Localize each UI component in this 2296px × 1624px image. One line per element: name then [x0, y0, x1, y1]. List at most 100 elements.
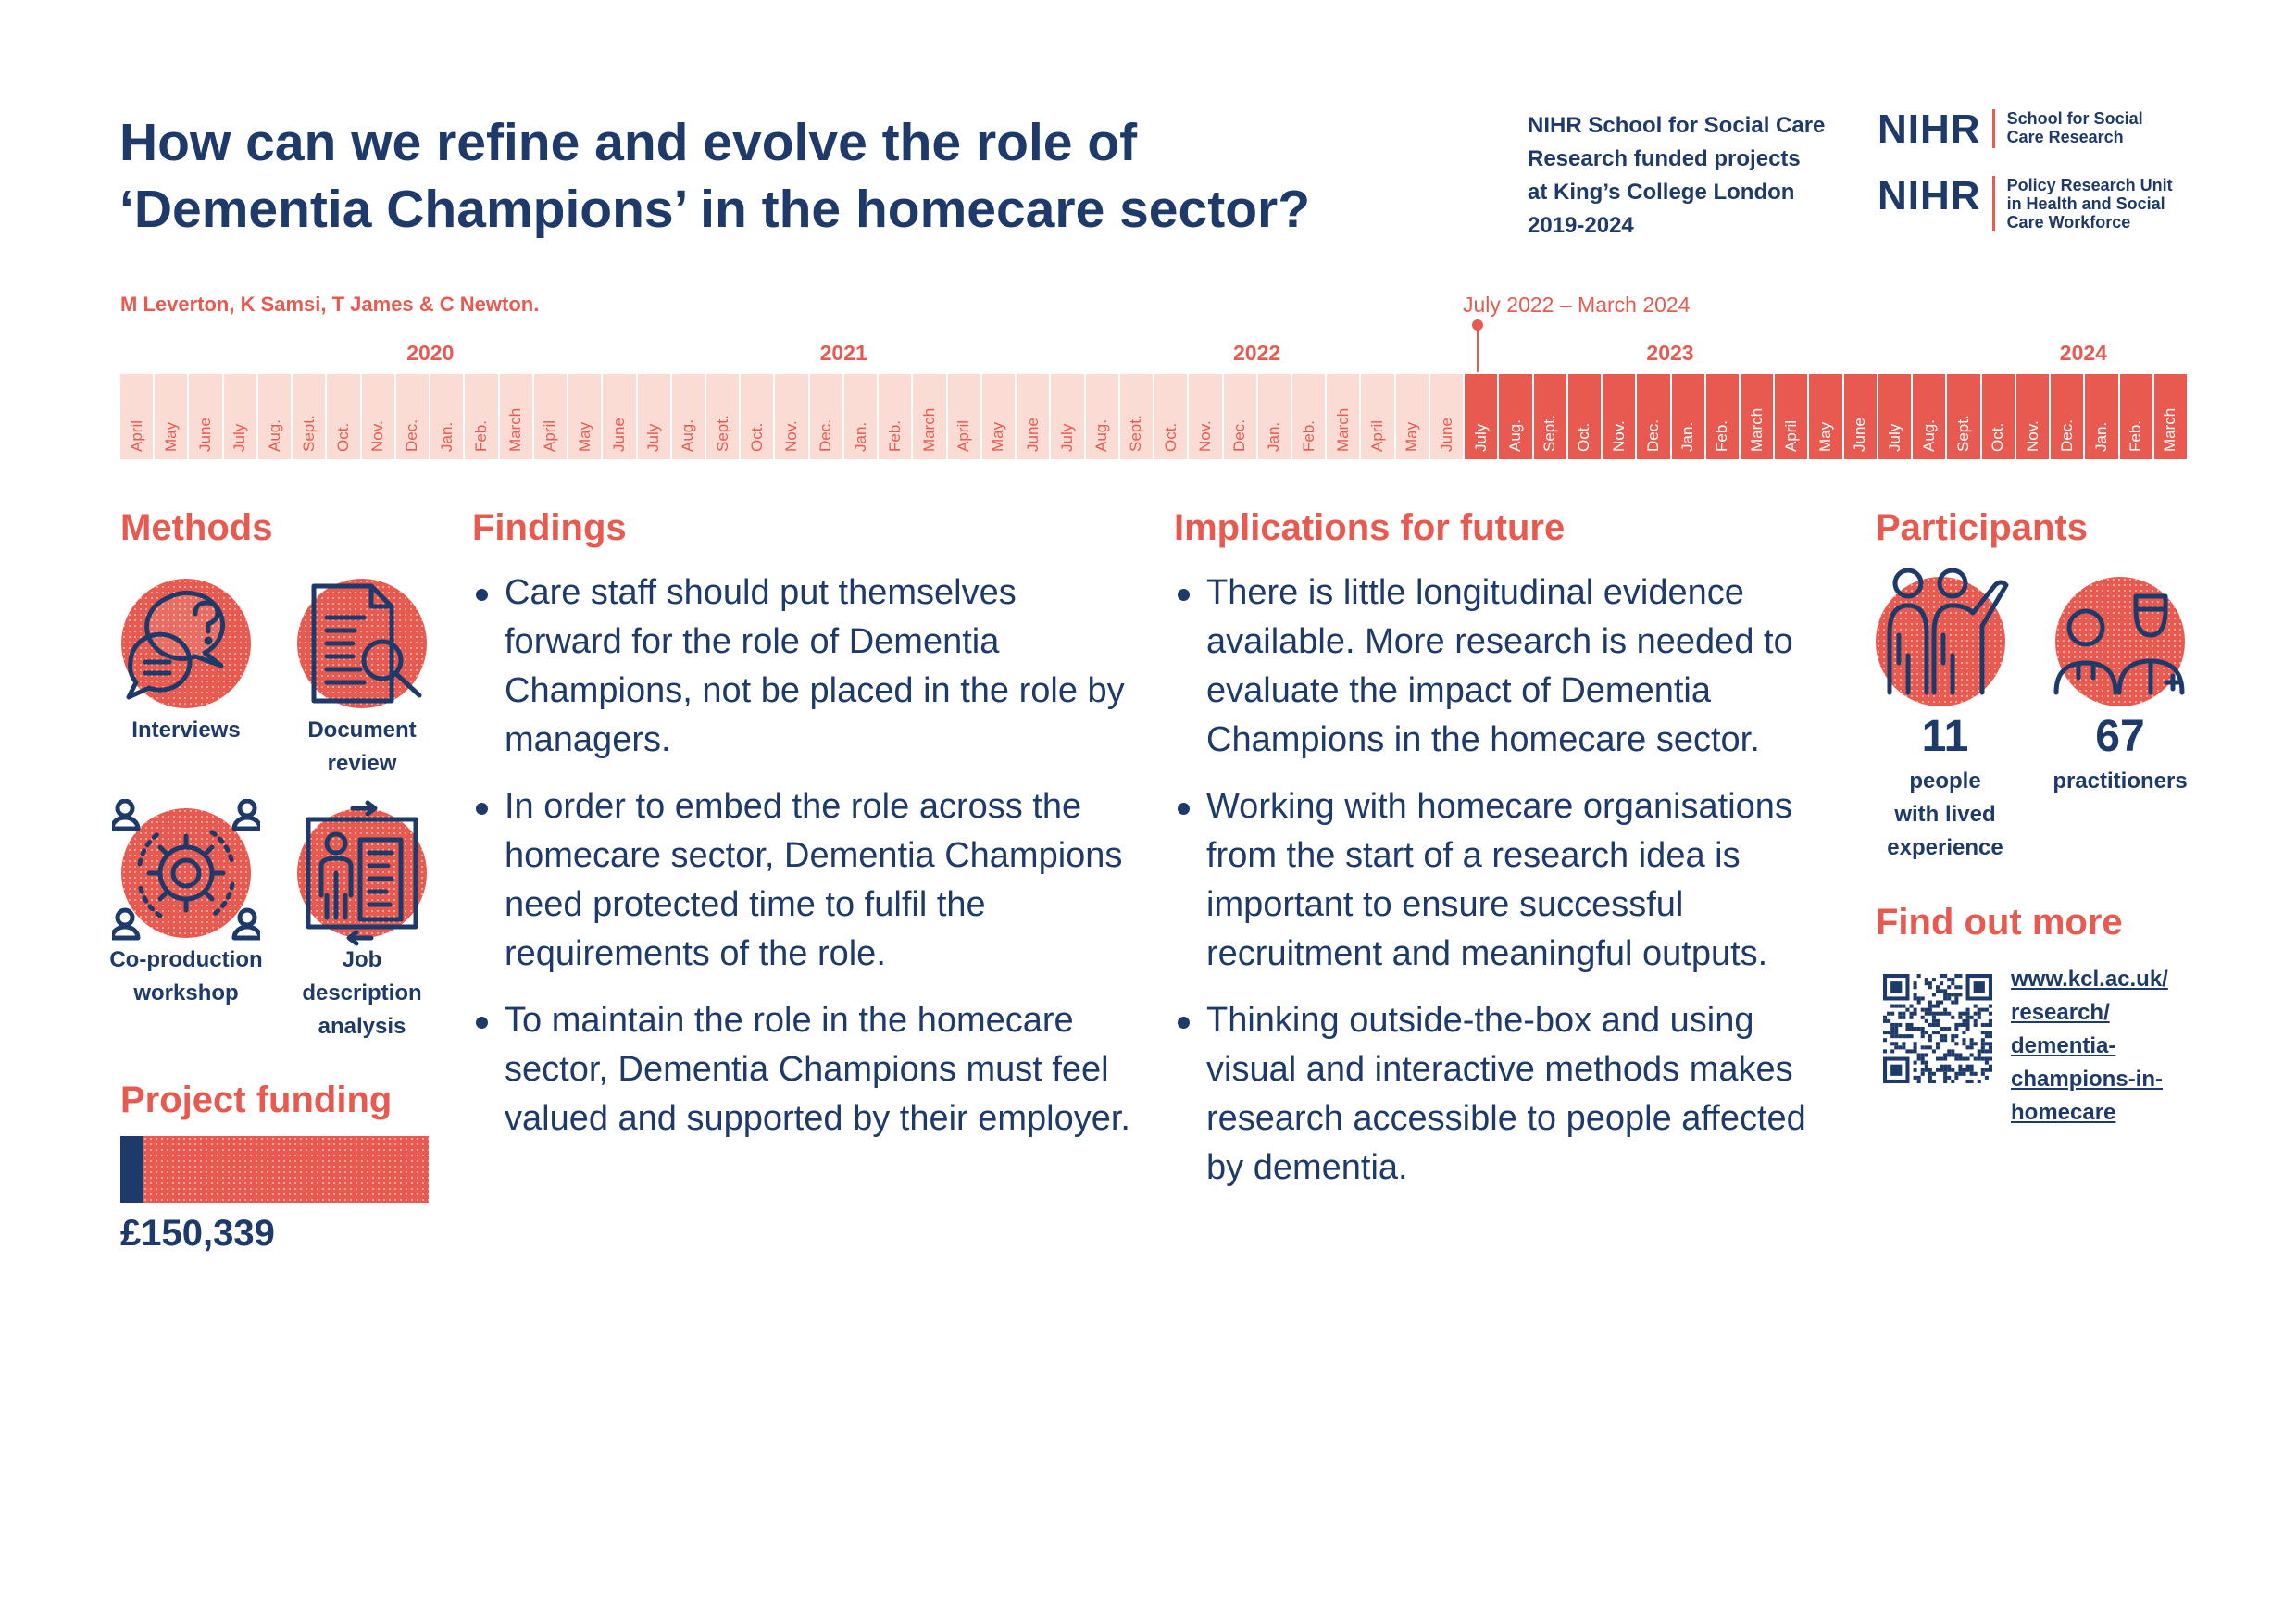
timeline-month: Feb.	[2119, 374, 2152, 459]
school-line: at King’s College London	[1528, 180, 1795, 205]
timeline-month-label: Dec.	[817, 419, 835, 452]
logo-divider	[1991, 109, 1995, 148]
timeline-month-label: Nov.	[1195, 420, 1214, 452]
logo-line: School for Social	[2006, 109, 2143, 128]
timeline-year-label: 2023	[1646, 341, 1694, 365]
timeline-month-label: June	[196, 418, 215, 452]
timeline-month-label: Oct.	[334, 422, 353, 452]
nihr-mark: NIHR	[1878, 173, 1981, 219]
timeline-month-label: Aug.	[679, 419, 697, 452]
timeline-month: March	[1327, 374, 1360, 459]
timeline-month-label: April	[955, 419, 973, 452]
logo-text: Policy Research Unit in Health and Socia…	[2007, 176, 2173, 231]
people-label-line: people	[1909, 768, 1981, 793]
timeline-month: Jan.	[1671, 374, 1704, 459]
timeline-month: April	[1361, 374, 1394, 459]
timeline-month: Jan.	[1257, 374, 1291, 459]
timeline-month: Aug.	[1913, 374, 1946, 459]
timeline-month-label: March	[1747, 407, 1766, 452]
findings-heading: Findings	[472, 507, 627, 548]
method-document-review: Document review	[283, 579, 441, 781]
practitioners-label: practitioners	[2028, 765, 2213, 798]
link-line: homecare	[2011, 1100, 2116, 1125]
find-out-more-heading: Find out more	[1876, 902, 2123, 943]
timeline-year-label: 2022	[1233, 341, 1281, 365]
timeline-month-label: Jan.	[851, 421, 869, 452]
method-label-line: workshop	[133, 981, 239, 1006]
timeline-month: March	[1741, 374, 1774, 459]
timeline-month: Oct.	[1154, 374, 1188, 459]
timeline-month-label: May	[1816, 421, 1835, 452]
participants-heading: Participants	[1876, 507, 2088, 548]
method-label-line: description	[302, 981, 422, 1006]
funding-bar-fill	[120, 1136, 144, 1203]
timeline-month-label: April	[1368, 419, 1387, 452]
timeline-year-label: 2024	[2059, 341, 2107, 365]
person-document-icon	[297, 800, 427, 946]
logo-line: Policy Research Unit	[2006, 176, 2173, 194]
timeline-month: March	[499, 374, 532, 459]
timeline-month: May	[155, 374, 188, 459]
nihr-pru-logo: NIHR Policy Research Unit in Health and …	[1878, 176, 2173, 231]
timeline-month-label: July	[644, 423, 663, 452]
logo-line: Care Research	[2006, 128, 2124, 146]
timeline-month-label: April	[541, 419, 559, 452]
method-label-line: Job	[342, 947, 382, 972]
timeline-month: April	[120, 374, 154, 459]
method-label: Document review	[283, 714, 441, 781]
school-line: Research funded projects	[1528, 146, 1801, 171]
timeline-highlight-label: July 2022 – March 2024	[1463, 293, 1691, 317]
people-label: people with lived experience	[1853, 765, 2038, 865]
project-link[interactable]: www.kcl.ac.uk/ research/ dementia- champ…	[2011, 963, 2224, 1130]
method-label-line: Document	[307, 718, 417, 743]
timeline-pin	[1477, 322, 1479, 372]
timeline-month-label: Aug.	[1092, 419, 1111, 452]
timeline-month: Dec.	[395, 374, 430, 459]
implications-heading: Implications for future	[1174, 507, 1566, 548]
authors: M Leverton, K Samsi, T James & C Newton.	[120, 293, 540, 316]
timeline-month: April	[947, 374, 980, 459]
finding-item: To maintain the role in the homecare sec…	[472, 996, 1139, 1143]
timeline-month: Oct.	[327, 374, 360, 459]
method-label-line: analysis	[318, 1014, 406, 1039]
timeline-month-label: Oct.	[747, 422, 766, 452]
timeline-month: Nov.	[2015, 374, 2050, 459]
timeline-month: Nov.	[775, 374, 808, 459]
people-count: 11	[1921, 712, 1969, 761]
school-line: NIHR School for Social Care	[1528, 113, 1826, 138]
timeline-month-label: May	[989, 421, 1007, 452]
nihr-mark: NIHR	[1878, 106, 1981, 152]
logo-line: in Health and Social	[2006, 194, 2165, 213]
timeline-month: July	[223, 374, 256, 459]
timeline-month-label: July	[1885, 423, 1903, 452]
timeline-month: Oct.	[1981, 374, 2015, 459]
timeline-month-label: Aug.	[1505, 419, 1524, 452]
timeline-month: March	[2153, 374, 2188, 459]
method-label-line: Interviews	[131, 718, 241, 743]
timeline-month-label: May	[575, 421, 593, 452]
timeline-month: April	[533, 374, 568, 459]
timeline-month: Feb.	[1292, 374, 1326, 459]
implication-item: Working with homecare organisations from…	[1174, 782, 1841, 979]
findings-list: Care staff should put themselves forward…	[472, 568, 1139, 1161]
logo-text: School for Social Care Research	[2007, 109, 2143, 146]
implication-item: Thinking outside-the-box and using visua…	[1174, 996, 1841, 1193]
funding-heading: Project funding	[120, 1080, 393, 1120]
timeline-month-label: July	[1057, 423, 1076, 452]
timeline-month-label: Dec.	[403, 419, 421, 452]
speech-bubbles-icon	[121, 579, 251, 708]
method-job-description: Job description analysis	[283, 800, 441, 1043]
qr-code-icon[interactable]	[1883, 974, 1992, 1083]
title-line: ‘Dementia Champions’ in the homecare sec…	[119, 180, 1311, 239]
timeline-month-label: Aug.	[265, 419, 283, 452]
page-title: How can we refine and evolve the role of…	[119, 109, 1323, 243]
timeline-month-label: March	[2161, 407, 2179, 452]
timeline-month: July	[637, 374, 670, 459]
timeline-month: June	[1843, 374, 1877, 459]
gear-people-icon	[112, 799, 260, 941]
timeline-month-label: March	[1333, 407, 1352, 452]
timeline-month-label: Nov.	[782, 420, 801, 452]
people-waving-icon	[1876, 568, 2009, 706]
timeline-month: July	[1051, 374, 1084, 459]
